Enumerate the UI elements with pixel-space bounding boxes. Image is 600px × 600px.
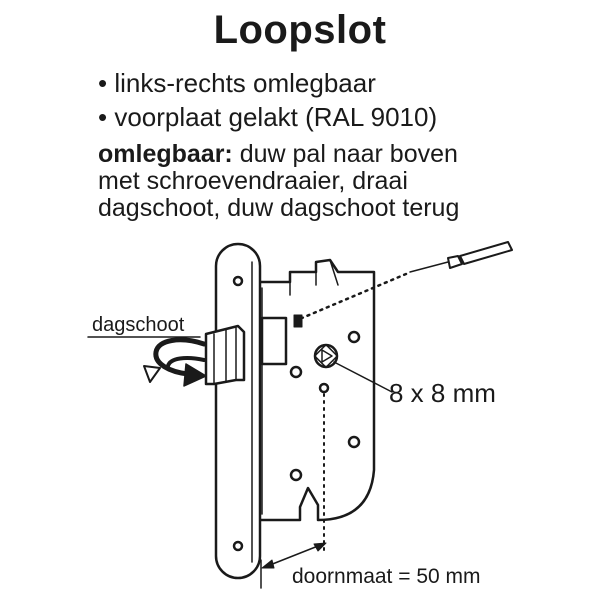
spindle-size-label: 8 x 8 mm (389, 378, 496, 408)
spindle-hole (313, 343, 339, 369)
instruction-keyword: omlegbaar: (98, 140, 233, 168)
spindle-leader (333, 361, 393, 393)
instruction-text: omlegbaar: duw pal naar boven met schroe… (98, 141, 459, 222)
latch-bolt (204, 324, 246, 386)
pawl (293, 314, 303, 328)
lock-case (256, 258, 376, 522)
feature-list: • links-rechts omlegbaar • voorplaat gel… (98, 66, 437, 134)
front-plate (214, 242, 262, 580)
backset-dimension (260, 542, 327, 589)
case-holes (289, 330, 361, 482)
latch-label: dagschoot (92, 314, 185, 336)
instruction-line-1-text: duw pal naar boven (232, 140, 458, 168)
instruction-line-2: met schroevendraaier, draai (98, 167, 408, 195)
instruction-line-1: omlegbaar: duw pal naar boven (98, 141, 459, 168)
rotate-arrow-icon (143, 337, 207, 387)
feature-item: • voorplaat gelakt (RAL 9010) (98, 102, 438, 132)
page-title: Loopslot (213, 8, 387, 52)
backset-label: doornmaat = 50 mm (292, 565, 481, 588)
instruction-line-3: dagschoot, duw dagschoot terug (98, 194, 460, 222)
screwdriver-icon (409, 241, 513, 273)
guide-line-pawl (300, 272, 408, 320)
feature-item: • links-rechts omlegbaar (98, 68, 376, 98)
